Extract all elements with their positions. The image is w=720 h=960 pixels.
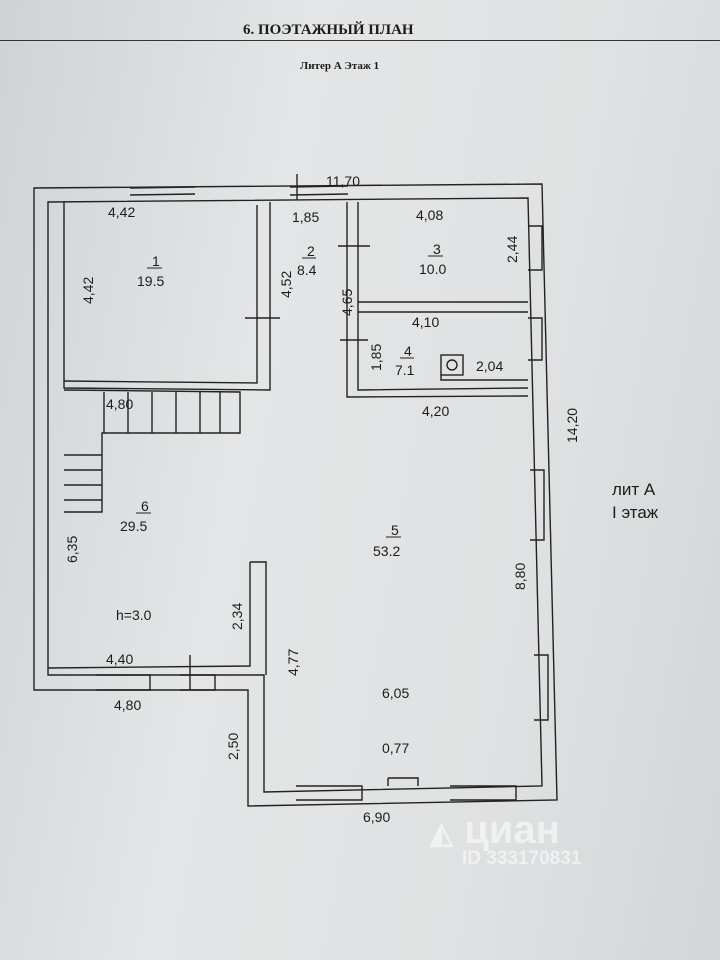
dim-r4-top: 4,10 xyxy=(412,314,439,330)
dim-r4-bottom: 4,20 xyxy=(422,403,449,419)
dim-bottom-left: 4,80 xyxy=(114,697,141,713)
room-labels: 1 19.5 2 8.4 3 10.0 4 7.1 5 53.2 6 29.5 … xyxy=(116,241,446,623)
watermark-brand: циан xyxy=(464,808,560,852)
room5-number: 5 xyxy=(391,522,399,538)
dim-r4-inner: 2,04 xyxy=(476,358,503,374)
watermark-logo-icon: ◭ xyxy=(430,817,454,850)
dim-r3-height: 2,44 xyxy=(504,236,520,263)
room1-wall xyxy=(63,202,271,391)
room3-number: 3 xyxy=(433,241,441,257)
outer-wall xyxy=(33,183,558,807)
side-label-building: лит А xyxy=(612,480,656,499)
dim-bottom-total: 6,90 xyxy=(363,809,390,825)
partition-wall xyxy=(250,561,267,675)
window xyxy=(129,186,196,196)
dim-r2-side: 4,65 xyxy=(339,289,355,316)
room1-area: 19.5 xyxy=(137,273,164,289)
dim-r4-side: 1,85 xyxy=(368,344,384,371)
header-rule xyxy=(0,40,720,41)
dimension-labels: 11,70 4,42 1,85 4,08 4,10 2,04 4,20 4,80… xyxy=(64,173,580,825)
dim-r5-right: 8,80 xyxy=(512,563,528,590)
outer-wall-inner xyxy=(47,197,543,793)
dim-step-height: 2,50 xyxy=(225,733,241,760)
room3-wall xyxy=(346,202,529,398)
dim-top-total: 11,70 xyxy=(326,173,360,189)
dim-r2-height: 4,52 xyxy=(278,271,294,298)
dim-r1-height: 4,42 xyxy=(80,277,96,304)
plan-title: 6. ПОЭТАЖНЫЙ ПЛАН xyxy=(243,22,414,38)
room2-number: 2 xyxy=(307,243,315,259)
room6-number: 6 xyxy=(141,498,149,514)
room4-area: 7.1 xyxy=(395,362,415,378)
dim-r2-width: 1,85 xyxy=(292,209,319,225)
plan-subtitle: Литер А Этаж 1 xyxy=(300,60,380,72)
dim-r3-width: 4,08 xyxy=(416,207,443,223)
room4-number: 4 xyxy=(404,343,412,359)
room1-number: 1 xyxy=(152,253,160,269)
watermark-logo: ◭ циан xyxy=(430,808,560,853)
stairs xyxy=(63,389,241,513)
dim-r6-bottom: 4,40 xyxy=(106,651,133,667)
room3-area: 10.0 xyxy=(419,261,446,277)
watermark-id: ID 333170831 xyxy=(462,848,582,869)
dim-r6-height: 6,35 xyxy=(64,536,80,563)
dim-r5-inner: 6,05 xyxy=(382,685,409,701)
room2-area: 8.4 xyxy=(297,262,317,278)
room6-area: 29.5 xyxy=(120,518,147,534)
dim-r1-width: 4,42 xyxy=(108,204,135,220)
room5-area: 53.2 xyxy=(373,543,400,559)
side-label-floor: I этаж xyxy=(612,503,659,522)
dim-r5-left: 4,77 xyxy=(285,649,301,676)
ceiling-height: h=3.0 xyxy=(116,607,152,623)
dim-right-total: 14,20 xyxy=(564,408,580,443)
dim-stairs-width: 4,80 xyxy=(106,396,133,412)
dim-partition: 2,34 xyxy=(229,603,245,630)
dim-door-width: 0,77 xyxy=(382,740,409,756)
